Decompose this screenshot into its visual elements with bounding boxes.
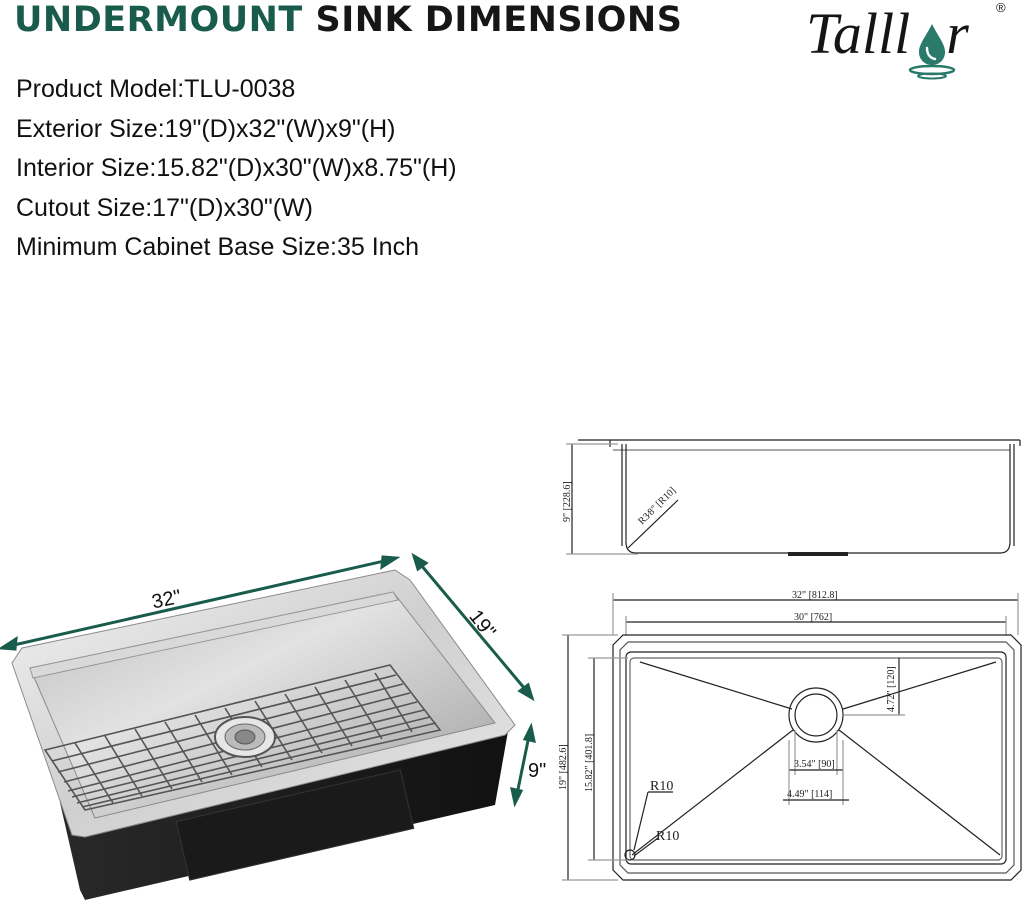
spec-cutout-size: Cutout Size:17"(D)x30"(W) <box>16 193 313 222</box>
drain-flange-label: 4.49" [114] <box>787 789 832 800</box>
side-height-label: 9" [228.6] <box>562 481 573 522</box>
title-rest: SINK DIMENSIONS <box>302 0 683 40</box>
sink-label-plate <box>175 769 415 881</box>
page-title: UNDERMOUNT SINK DIMENSIONS <box>14 0 682 40</box>
photo-dim-arrows <box>0 552 536 808</box>
spec-list: Product Model:TLU-0038 Exterior Size:19"… <box>16 70 457 268</box>
title-accent: UNDERMOUNT <box>14 0 303 40</box>
drain-offset-label: 4.72" [120] <box>886 666 897 712</box>
overall-width-label: 32" [812.8] <box>792 590 838 601</box>
spec-model: Product Model:TLU-0038 <box>16 75 296 103</box>
drain-diameter-label: 3.54" [90] <box>794 759 835 770</box>
interior-width-label: 30" [762] <box>794 612 832 623</box>
photo-width-label: 32" <box>150 586 183 614</box>
top-view <box>562 593 1022 881</box>
side-view <box>566 439 1021 556</box>
technical-drawing: 9" [228.6] R3⁄8" [R10] 32" [812.8] 30" [… <box>558 439 1022 881</box>
overall-depth-label: 19" [482.6] <box>558 744 569 790</box>
spec-exterior-size: Exterior Size:19"(D)x32"(W)x9"(H) <box>16 114 396 143</box>
radius-label-bottom: R10 <box>656 829 679 844</box>
photo-height-label: 9" <box>528 760 546 782</box>
interior-depth-label: 15.82" [401.8] <box>584 734 595 792</box>
radius-label-top: R10 <box>650 779 673 794</box>
registered-mark: ® <box>996 0 1006 15</box>
water-drop-icon <box>908 24 956 80</box>
sink-photo: 32" 19" 9" <box>0 552 546 900</box>
photo-depth-label: 19" <box>464 606 499 643</box>
drain-strainer <box>214 716 276 758</box>
spec-interior-size: Interior Size:15.82"(D)x30"(W)x8.75"(H) <box>16 154 457 182</box>
spec-cabinet-size: Minimum Cabinet Base Size:35 Inch <box>16 233 419 261</box>
